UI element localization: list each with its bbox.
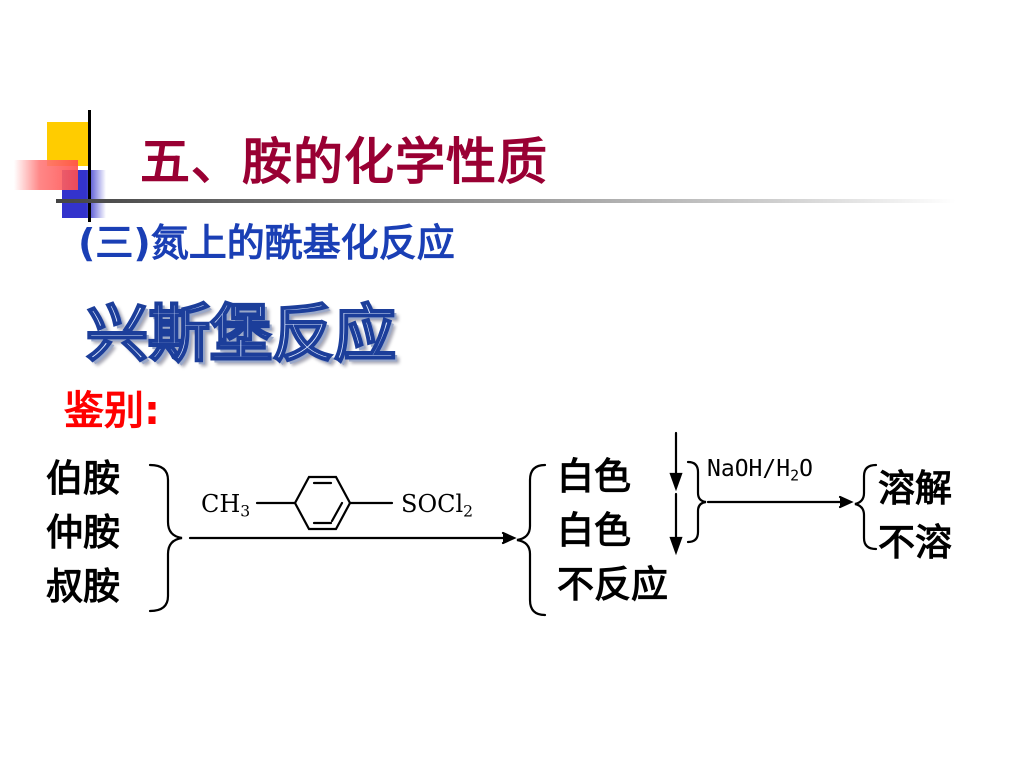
deco-horizontal-line: [56, 199, 956, 203]
naoh-text: NaOH/H: [707, 456, 791, 482]
result-tertiary: 不反应: [557, 563, 668, 606]
down-arrow-1-head: [669, 472, 683, 492]
reaction-name: 兴斯堡反应: [85, 296, 397, 371]
down-arrow-2-head: [669, 536, 683, 556]
naoh-sub: 2: [790, 466, 800, 485]
page-title: 五、胺的化学性质: [140, 133, 548, 191]
deco-yellow-square: [47, 122, 91, 166]
result-secondary: 白色: [557, 509, 631, 552]
amine-tertiary: 叔胺: [46, 565, 120, 608]
amine-primary: 伯胺: [46, 457, 120, 500]
section-subtitle: (三)氮上的酰基化反应: [78, 221, 455, 265]
solubility-primary: 溶解: [878, 467, 952, 510]
naoh-arrow-head: [838, 495, 854, 509]
reagent-socl2: SOCl2: [401, 490, 473, 521]
solubility-secondary: 不溶: [878, 521, 952, 564]
results-brace: [516, 463, 547, 617]
deco-red-bar: [14, 160, 78, 190]
deco-vertical-line: [88, 110, 91, 222]
solubility-results: 溶解 不溶: [878, 462, 952, 570]
precip-brace: [686, 460, 707, 544]
identify-label: 鉴别:: [64, 388, 160, 434]
result-primary: 白色: [557, 455, 631, 498]
base-reagent: NaOH/H2O: [707, 456, 813, 484]
precipitate-results: 白色 白色 不反应: [557, 450, 668, 612]
amine-list: 伯胺 仲胺 叔胺: [46, 452, 120, 614]
solubility-brace: [854, 463, 878, 551]
socl2-sub: 2: [463, 502, 474, 521]
ch3-sub: 3: [240, 502, 251, 521]
ch3-text: CH: [201, 490, 241, 518]
amine-brace: [148, 463, 183, 613]
amine-secondary: 仲胺: [46, 511, 120, 554]
benzene-ring: [293, 475, 352, 531]
naoh-tail: O: [799, 456, 813, 482]
ring-double-3: [330, 501, 344, 523]
reagent-ch3: CH3: [201, 490, 250, 521]
socl2-text: SOCl: [401, 490, 464, 518]
main-arrow-head: [501, 531, 517, 545]
